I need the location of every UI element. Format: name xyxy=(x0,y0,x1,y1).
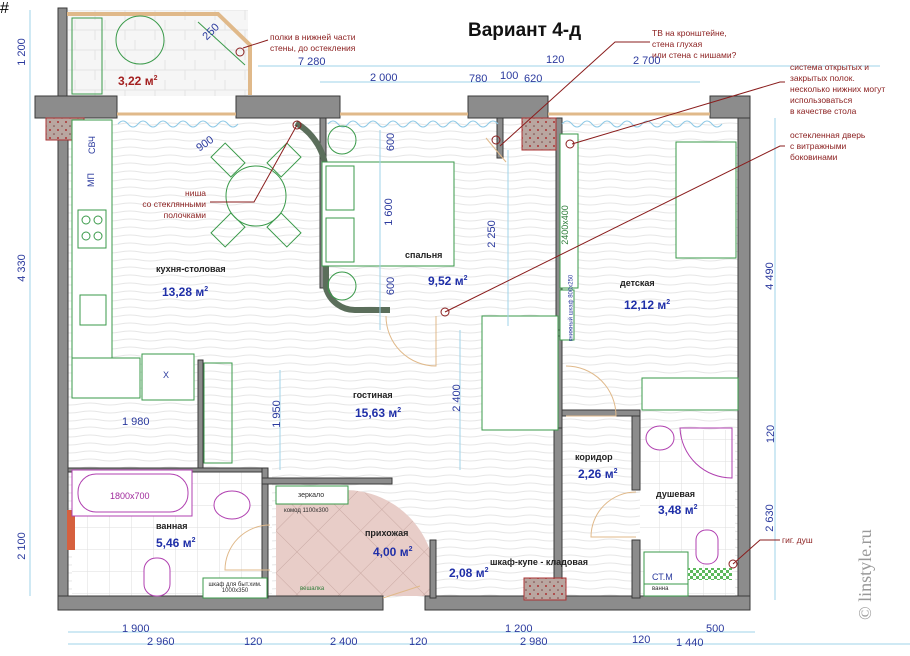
dim-bottom-1900: 1 900 xyxy=(122,623,150,635)
dim-top-780: 780 xyxy=(469,73,488,85)
shower-name: душевая xyxy=(656,489,696,499)
dim-right-2630: 2 630 xyxy=(763,504,776,532)
dim-living-1950: 1 950 xyxy=(270,400,283,428)
curtains xyxy=(117,120,723,128)
microwave-label: СВЧ xyxy=(87,135,98,155)
dim-top-2000: 2 000 xyxy=(370,72,398,84)
dim-bottom-2400: 2 400 xyxy=(330,636,358,648)
hanger-label: вешалка xyxy=(300,586,325,592)
kids-name: детская xyxy=(620,278,655,288)
ventilation-shaft xyxy=(521,117,557,151)
x-mark: X xyxy=(163,370,170,380)
balcony xyxy=(57,7,252,99)
page-title: Вариант 4-д xyxy=(468,20,582,41)
tile-step xyxy=(688,568,732,580)
shower-area: 3,48 м2 xyxy=(658,503,698,517)
kitchen-name: кухня-столовая xyxy=(156,264,226,274)
bath-area: 5,46 м2 xyxy=(156,536,196,550)
storage xyxy=(202,485,689,599)
bedroom-name: спальня xyxy=(405,250,443,260)
dresser-label: комод 1100x300 xyxy=(284,508,329,514)
doors xyxy=(224,137,637,599)
ventilation-shaft xyxy=(523,577,567,601)
dim-bottom-2960: 2 960 xyxy=(147,636,175,648)
corridor-area: 2,26 м2 xyxy=(578,467,618,481)
dim-living-2400: 2 400 xyxy=(450,384,463,412)
washing-machine-label: СТ.М xyxy=(652,572,673,582)
note-hyg-shower: гиг. душ xyxy=(782,535,813,545)
closet-area: 2,08 м2 xyxy=(449,566,489,580)
dim-bedroom-600-top: 600 xyxy=(385,132,398,152)
dim-bottom-2980: 2 980 xyxy=(520,636,548,648)
dim-right-120: 120 xyxy=(765,424,778,444)
household-cabinet-label: шкаф для быт.хим.1000x350 xyxy=(208,582,262,594)
dim-top-120: 120 xyxy=(546,54,565,66)
radiator xyxy=(67,510,75,550)
dim-left-4330: 4 330 xyxy=(15,254,28,282)
kitchen-furniture xyxy=(71,119,302,464)
dim-bottom-500: 500 xyxy=(706,623,725,635)
kids-area: 12,12 м2 xyxy=(624,298,671,312)
wardrobe-label: 2400x400 xyxy=(559,205,570,245)
dim-left-2100: 2 100 xyxy=(15,532,28,560)
dimension-lines xyxy=(29,10,910,645)
dim-top-total: 7 280 xyxy=(298,56,326,68)
mirror-label: зеркало xyxy=(298,492,325,499)
dishwasher-label: МП xyxy=(85,173,96,187)
kitchen-area: 13,28 м2 xyxy=(162,285,209,299)
note-leaders xyxy=(210,39,785,569)
living-area: 15,63 м2 xyxy=(355,406,402,420)
dim-bath-1980: 1 980 xyxy=(122,416,150,428)
watermark: © linstyle.ru xyxy=(855,529,875,620)
sink-cabinet-label: ванна xyxy=(652,586,669,592)
kids-furniture xyxy=(481,141,739,431)
walls xyxy=(34,95,751,611)
dim-bottom-1440: 1 440 xyxy=(676,637,704,649)
living-name: гостиная xyxy=(353,390,393,400)
bookcase-label: книжный шкаф 800x250 xyxy=(568,274,575,342)
dim-left-1200: 1 200 xyxy=(15,38,28,66)
bedroom-furniture xyxy=(321,125,579,341)
dim-bedroom-600-bottom: 600 xyxy=(385,276,398,296)
closet-name: шкаф-купе - кладовая xyxy=(490,557,589,567)
plumbing xyxy=(71,425,733,597)
dim-right-4490: 4 490 xyxy=(763,262,776,290)
dim-bottom-1200: 1 200 xyxy=(505,623,533,635)
dim-bottom-120-b: 120 xyxy=(409,636,428,648)
dim-top-620: 620 xyxy=(524,73,543,85)
bath-name: ванная xyxy=(156,521,188,531)
corridor-name: коридор xyxy=(575,452,613,462)
balcony-area: 3,22 м2 xyxy=(118,74,158,88)
bathtub-label: 1800x700 xyxy=(110,491,150,501)
dim-bottom-120-a: 120 xyxy=(244,636,263,648)
hall-name: прихожая xyxy=(365,528,409,538)
dim-top-2700: 2 700 xyxy=(633,55,661,67)
dim-bedroom-1600: 1 600 xyxy=(382,198,395,226)
dim-top-100: 100 xyxy=(500,70,519,82)
hall-area: 4,00 м2 xyxy=(373,545,413,559)
bedroom-area: 9,52 м2 xyxy=(428,274,468,288)
dim-bedroom-2250: 2 250 xyxy=(485,220,498,248)
dim-bottom-120-c: 120 xyxy=(632,634,651,646)
